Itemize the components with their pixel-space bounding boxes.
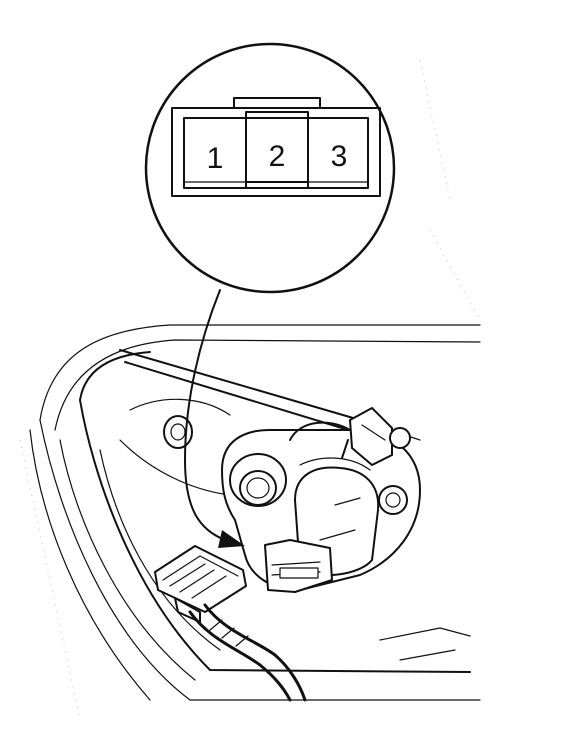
pin-2-label: 2 <box>269 140 286 173</box>
sensor-socket <box>264 539 333 593</box>
scan-artifacts <box>19 59 481 721</box>
pin-3-label: 3 <box>331 140 348 173</box>
wire-clip <box>341 407 411 466</box>
callout-arrow <box>184 289 245 548</box>
housing-outline <box>29 324 481 701</box>
wire-harness <box>188 603 307 702</box>
arrowhead-icon <box>218 530 245 548</box>
mounting-boss <box>119 398 231 496</box>
magnified-view: 1 2 3 <box>144 42 396 294</box>
pin-1-label: 1 <box>207 142 224 175</box>
connector-face <box>171 97 381 197</box>
callout-circle <box>144 42 396 294</box>
